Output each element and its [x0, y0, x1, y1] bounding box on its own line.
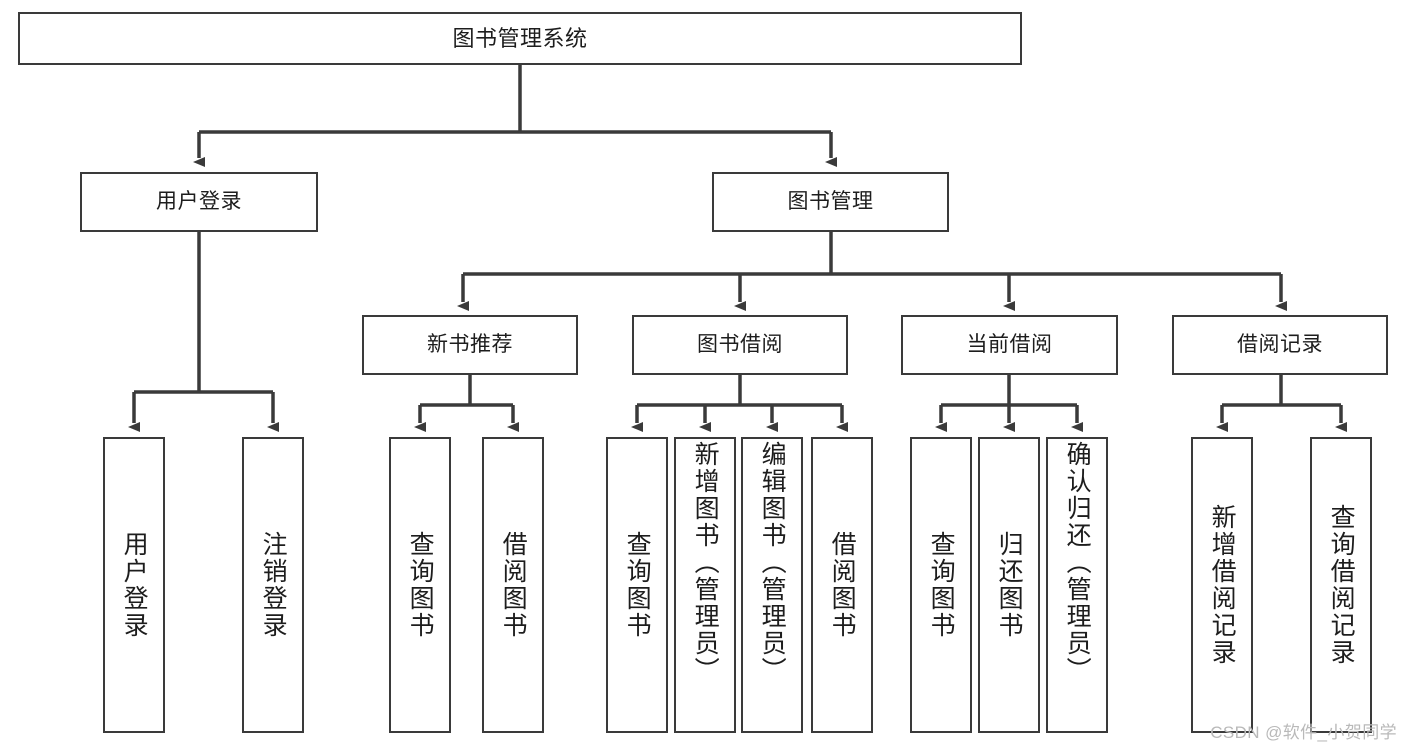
leaf-borrow-book-2[interactable]: 借阅图书 — [811, 437, 873, 733]
leaf-query-book-1[interactable]: 查询图书 — [389, 437, 451, 733]
node-new-book-recommendation-label: 新书推荐 — [427, 332, 513, 356]
leaf-borrow-book-2-label: 借阅图书 — [828, 531, 857, 639]
node-book-management[interactable]: 图书管理 — [712, 172, 949, 232]
leaf-user-login-label: 用户登录 — [120, 531, 149, 639]
leaf-query-book-1-label: 查询图书 — [406, 531, 435, 639]
node-current-borrowing-label: 当前借阅 — [966, 332, 1053, 356]
leaf-borrow-book-1[interactable]: 借阅图书 — [482, 437, 544, 733]
leaf-add-borrow-record-label: 新增借阅记录 — [1208, 504, 1237, 666]
node-user-login-label: 用户登录 — [156, 189, 242, 213]
leaf-query-book-3-label: 查询图书 — [927, 531, 956, 639]
node-root-book-management-system[interactable]: 图书管理系统 — [18, 12, 1022, 65]
leaf-query-borrow-record[interactable]: 查询借阅记录 — [1310, 437, 1372, 733]
node-borrowing-record-label: 借阅记录 — [1237, 332, 1323, 356]
node-root-label: 图书管理系统 — [452, 25, 588, 51]
node-new-book-recommendation[interactable]: 新书推荐 — [362, 315, 578, 375]
leaf-query-book-3[interactable]: 查询图书 — [910, 437, 972, 733]
leaf-return-book[interactable]: 归还图书 — [978, 437, 1040, 733]
leaf-logout[interactable]: 注销登录 — [242, 437, 304, 733]
leaf-return-book-label: 归还图书 — [995, 531, 1024, 639]
leaf-user-login[interactable]: 用户登录 — [103, 437, 165, 733]
leaf-borrow-book-1-label: 借阅图书 — [499, 531, 528, 639]
node-borrowing-record[interactable]: 借阅记录 — [1172, 315, 1388, 375]
leaf-add-book-admin[interactable]: 新增图书（管理员） — [674, 437, 736, 733]
leaf-query-book-2-label: 查询图书 — [623, 531, 652, 639]
node-book-borrowing-label: 图书借阅 — [697, 332, 783, 356]
leaf-edit-book-admin-label: 编辑图书（管理员） — [758, 441, 787, 684]
node-user-login[interactable]: 用户登录 — [80, 172, 318, 232]
leaf-add-book-admin-label: 新增图书（管理员） — [691, 441, 720, 684]
leaf-confirm-return-admin-label: 确认归还（管理员） — [1063, 441, 1092, 684]
leaf-add-borrow-record[interactable]: 新增借阅记录 — [1191, 437, 1253, 733]
node-book-borrowing[interactable]: 图书借阅 — [632, 315, 848, 375]
csdn-watermark: CSDN @软件_小贺同学 — [1210, 723, 1397, 742]
leaf-query-borrow-record-label: 查询借阅记录 — [1327, 504, 1356, 666]
node-current-borrowing[interactable]: 当前借阅 — [901, 315, 1118, 375]
node-book-management-label: 图书管理 — [787, 189, 874, 213]
leaf-edit-book-admin[interactable]: 编辑图书（管理员） — [741, 437, 803, 733]
leaf-confirm-return-admin[interactable]: 确认归还（管理员） — [1046, 437, 1108, 733]
leaf-logout-label: 注销登录 — [259, 531, 288, 639]
leaf-query-book-2[interactable]: 查询图书 — [606, 437, 668, 733]
